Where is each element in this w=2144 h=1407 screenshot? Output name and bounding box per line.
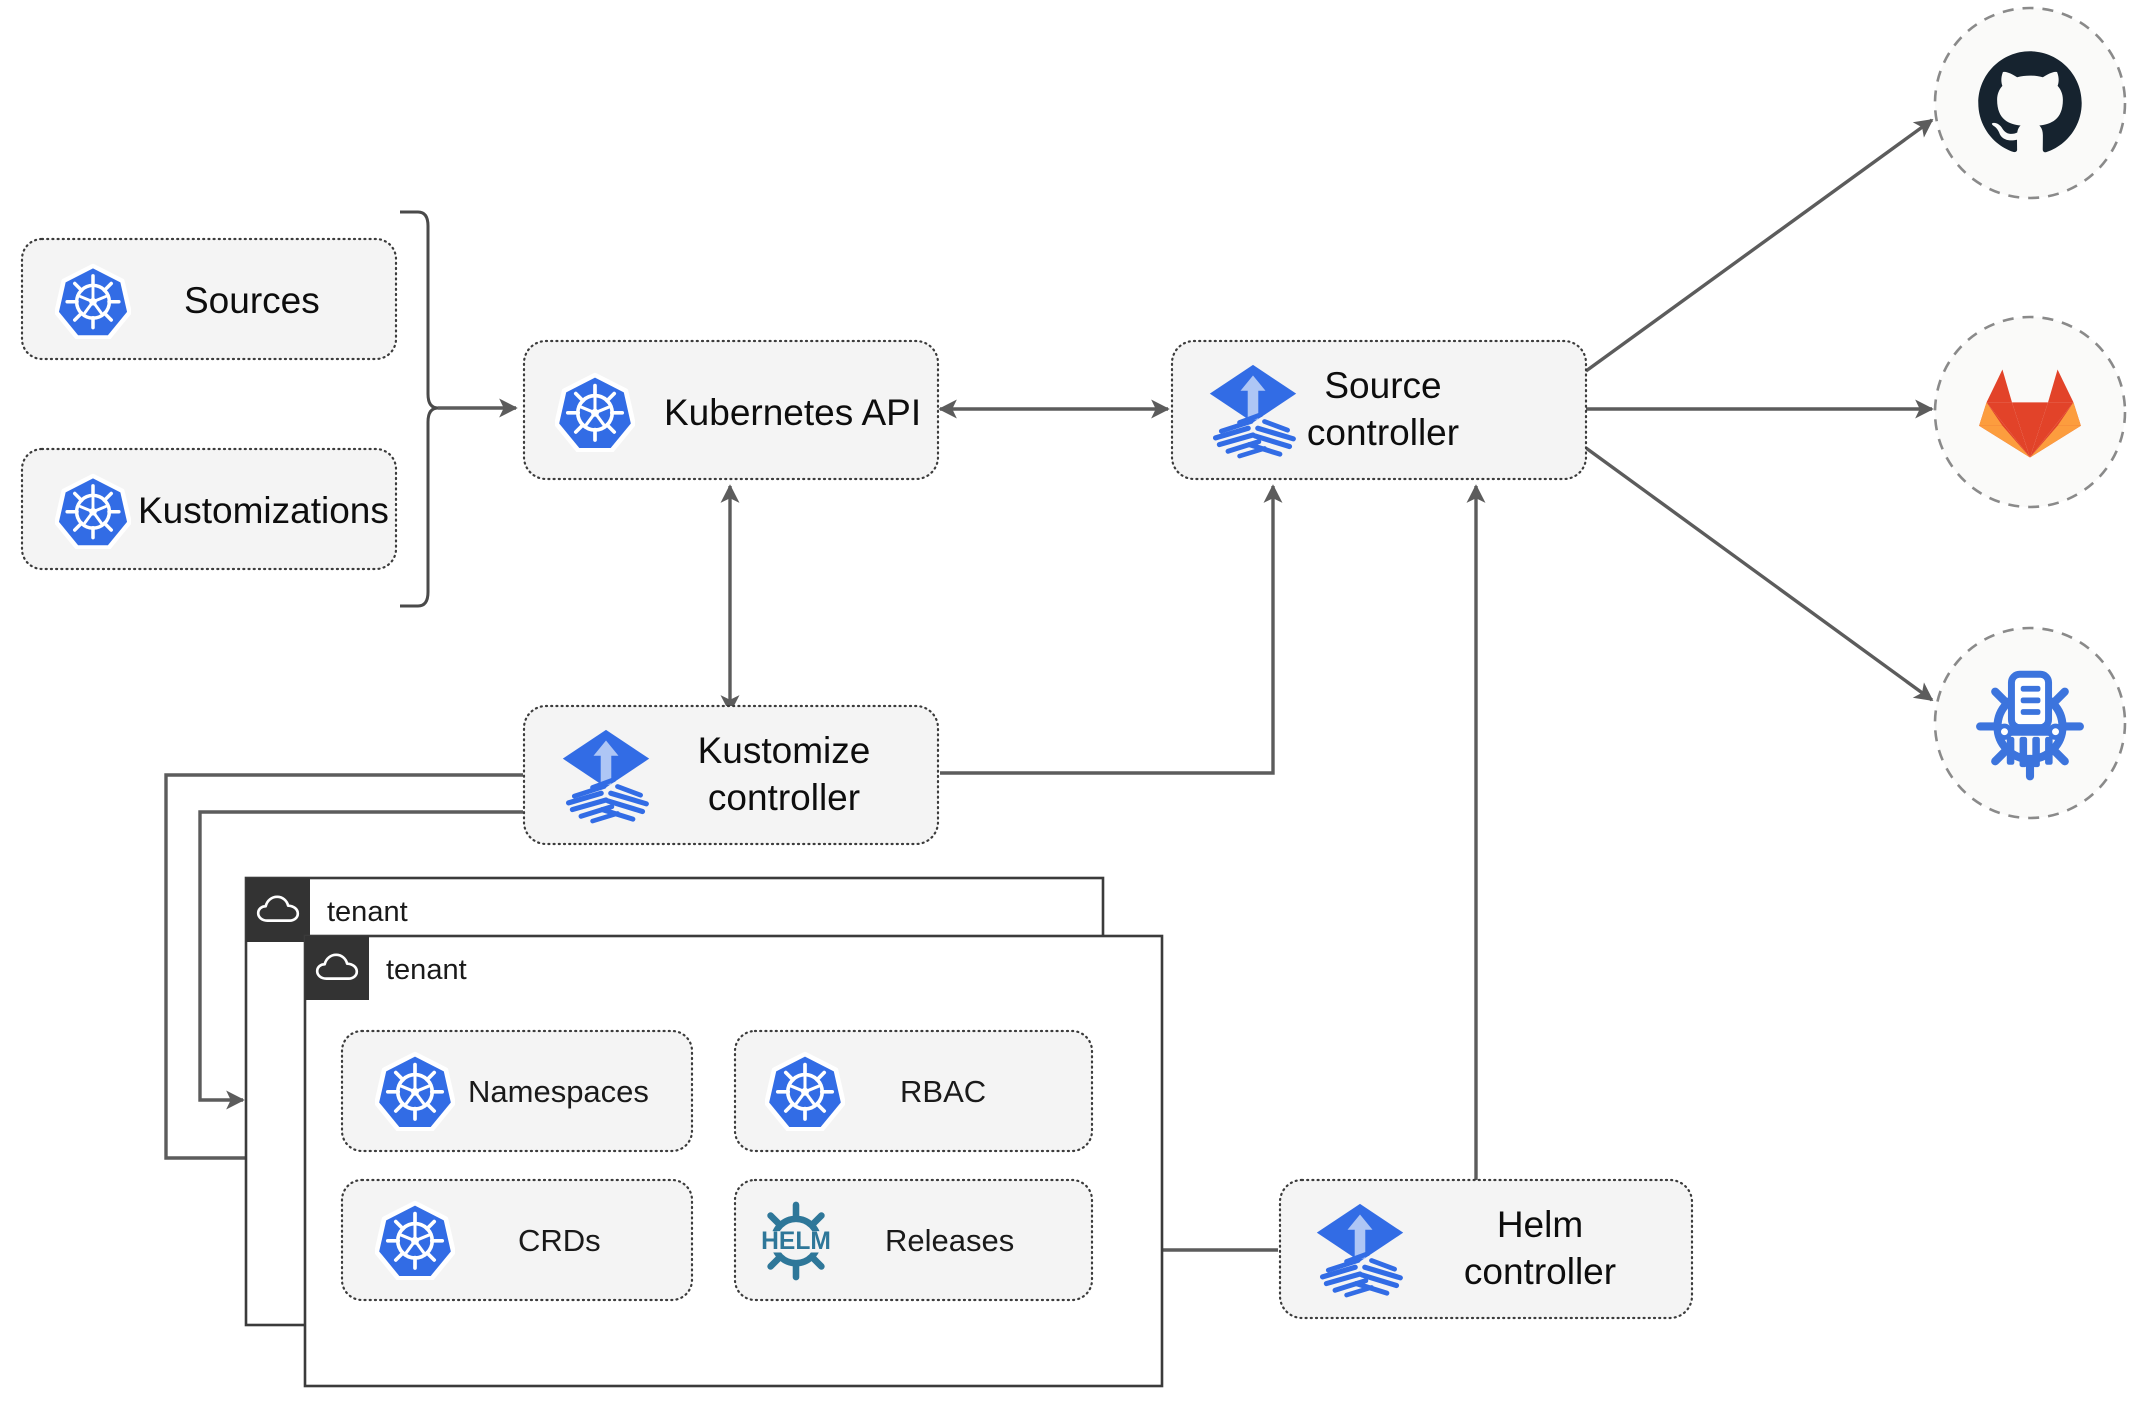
- edge-kustomize-to-tenant-outer: [164, 773, 523, 1168]
- node-kubernetes-api[interactable]: Kubernetes API: [522, 339, 940, 481]
- node-rbac[interactable]: RBAC: [733, 1029, 1094, 1153]
- kubernetes-icon: [377, 1054, 454, 1129]
- provider-gitlab[interactable]: [1933, 315, 2127, 509]
- node-helm-controller[interactable]: Helm controller: [1278, 1178, 1694, 1320]
- kubernetes-icon: [57, 266, 130, 337]
- node-kustomizations[interactable]: Kustomizations: [20, 447, 398, 571]
- node-namespaces-label: Namespaces: [468, 1074, 649, 1109]
- kubernetes-icon: [767, 1054, 844, 1129]
- edge-source-to-github: [1585, 118, 1934, 373]
- node-source-controller-label-line1: Source: [1324, 365, 1441, 406]
- node-helm-controller-label-line2: controller: [1464, 1251, 1616, 1292]
- tenant-inner-tab: [305, 936, 369, 1000]
- node-kustomize-controller-label-line2: controller: [708, 777, 860, 818]
- tenant-outer-tab: [246, 878, 310, 942]
- tenant-outer-label: tenant: [327, 896, 408, 928]
- tenant-inner-frame[interactable]: tenant: [303, 934, 1164, 1388]
- kubernetes-icon: [557, 375, 634, 450]
- node-crds[interactable]: CRDs: [340, 1178, 694, 1302]
- node-releases-label: Releases: [885, 1223, 1014, 1258]
- node-kustomize-controller-label-line1: Kustomize: [698, 730, 871, 771]
- node-rbac-label: RBAC: [900, 1074, 986, 1109]
- node-namespaces[interactable]: Namespaces: [340, 1029, 694, 1153]
- node-kustomizations-label: Kustomizations: [138, 490, 389, 531]
- edge-bracket-resources: [400, 210, 439, 608]
- edges-layer: [164, 118, 1934, 1260]
- node-releases[interactable]: Releases: [733, 1178, 1094, 1302]
- edge-kustomize-to-tenant-inner: [198, 810, 523, 1110]
- node-sources-label: Sources: [184, 280, 320, 321]
- provider-github[interactable]: [1933, 6, 2127, 200]
- nodes-layer: Sources Kustomizations Kubernetes API So…: [20, 6, 2127, 1320]
- chartmuseum-icon: [1980, 674, 2080, 776]
- node-kubernetes-api-label: Kubernetes API: [664, 392, 921, 433]
- node-source-controller-label-line2: controller: [1307, 412, 1459, 453]
- kubernetes-icon: [57, 476, 130, 547]
- node-helm-controller-label-line1: Helm: [1497, 1204, 1583, 1245]
- provider-chartmuseum[interactable]: [1933, 626, 2127, 820]
- node-source-controller[interactable]: Source controller: [1170, 339, 1588, 481]
- node-kustomize-controller[interactable]: Kustomize controller: [522, 704, 940, 846]
- tenant-inner-label: tenant: [386, 954, 467, 986]
- node-crds-label: CRDs: [518, 1223, 601, 1258]
- edge-source-to-chartmuseum: [1584, 446, 1934, 702]
- kubernetes-icon: [377, 1203, 454, 1278]
- node-sources[interactable]: Sources: [20, 237, 398, 361]
- edge-kustomize-to-source-controller: [940, 484, 1283, 775]
